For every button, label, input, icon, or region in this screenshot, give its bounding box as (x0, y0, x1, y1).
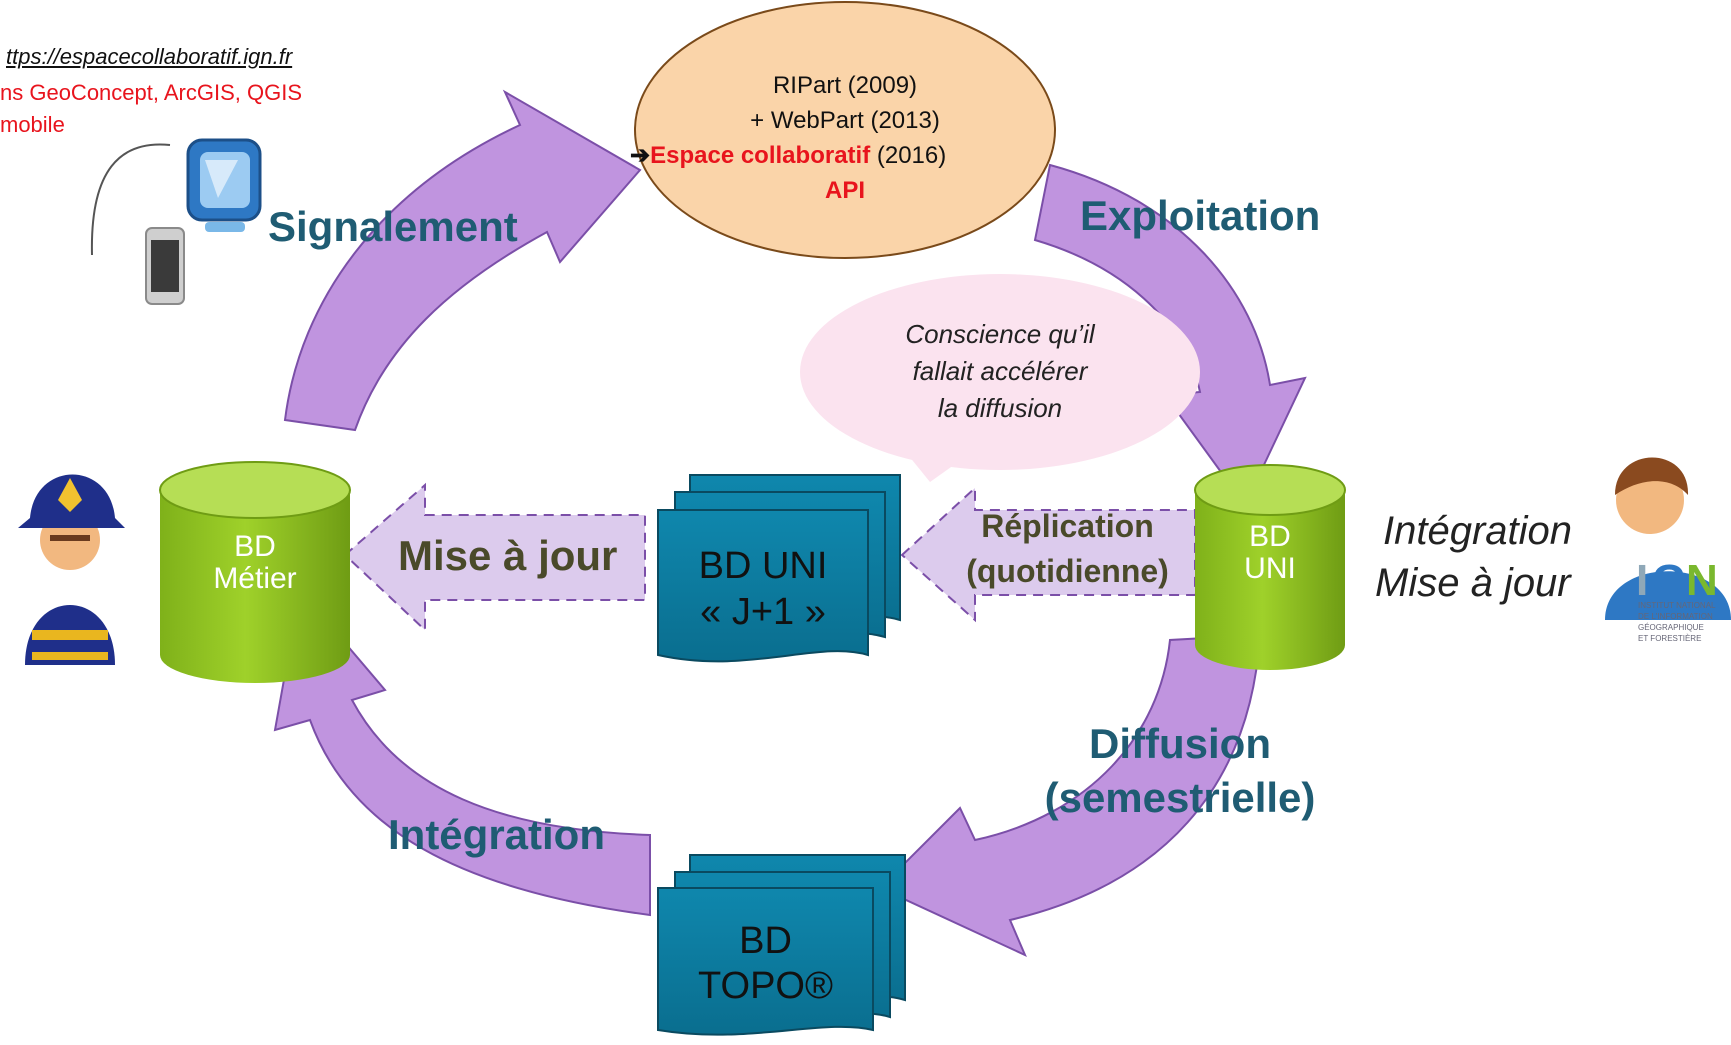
signalement-label: Signalement (268, 203, 518, 250)
espace-url-link[interactable]: ttps://espacecollaboratif.ign.fr (6, 44, 293, 69)
signalement-arrow (283, 89, 642, 432)
clients-list-text: ns GeoConcept, ArcGIS, QGIS (0, 80, 303, 105)
ign-mise-a-jour-label: Mise à jour (1375, 561, 1571, 605)
bd-uni-label-1: BD (1249, 520, 1291, 553)
ign-logo-caption-4: ET FORESTIÈRE (1638, 634, 1702, 643)
hub-ellipse (634, 1, 1056, 259)
ign-logo: I G N (1636, 556, 1718, 605)
bd-metier-label-2: Métier (213, 562, 297, 595)
bd-uni-j1-label-2: « J+1 » (700, 591, 826, 633)
ign-logo-caption-3: GÉOGRAPHIQUE (1638, 623, 1704, 632)
diffusion-frequency-label: (semestrielle) (1044, 774, 1316, 821)
bd-topo-label-2: TOPO® (698, 965, 833, 1007)
connector-curve (90, 143, 171, 256)
hub-line-webpart: + WebPart (2013) (750, 107, 940, 134)
mise-a-jour-flow-arrow (343, 482, 646, 633)
bd-uni-label-2: UNI (1244, 552, 1296, 585)
ign-integration-label: Intégration (1383, 509, 1573, 553)
espace-year: (2016) (870, 142, 947, 169)
bd-topo-document-stack (657, 854, 906, 1036)
diffusion-arrow (878, 633, 1262, 958)
mise-a-jour-flow-label: Mise à jour (398, 532, 618, 579)
hub-line-espace: ➔Espace collaboratif (2016) (630, 142, 946, 170)
ign-person-avatar-icon (1605, 457, 1731, 620)
svg-text:G: G (1652, 556, 1686, 605)
bd-uni-j1-label-1: BD UNI (698, 545, 828, 587)
bubble-line-3: la diffusion (937, 393, 1063, 423)
espace-collaboratif-label: Espace collaboratif (650, 142, 871, 169)
hub-line-ripart: RIPart (2009) (772, 72, 918, 99)
replication-label: Réplication (981, 508, 1154, 544)
svg-text:I: I (1636, 556, 1648, 605)
bubble-line-2: fallait accélérer (912, 356, 1088, 386)
mobile-text: mobile (0, 112, 65, 137)
ign-logo-caption-2: DE L'INFORMATION (1638, 612, 1713, 621)
smartphone-icon (145, 227, 185, 305)
diffusion-label: Diffusion (1089, 720, 1271, 767)
ign-logo-caption-1: INSTITUT NATIONAL (1638, 601, 1716, 610)
firefighter-avatar-icon (18, 474, 125, 665)
bd-topo-label-1: BD (739, 920, 792, 962)
arrow-glyph: ➔ (630, 142, 651, 169)
desktop-computer-icon (186, 138, 262, 232)
svg-text:N: N (1686, 556, 1718, 605)
bd-uni-database (1194, 464, 1346, 670)
speech-bubble (800, 274, 1200, 482)
replication-frequency-label: (quotidienne) (966, 553, 1169, 589)
bubble-line-1: Conscience qu’il (905, 319, 1095, 349)
exploitation-arrow (1033, 163, 1307, 507)
bd-metier-database (159, 461, 351, 683)
bd-uni-j1-document-stack (657, 474, 901, 663)
bd-metier-label-1: BD (234, 530, 276, 563)
exploitation-label: Exploitation (1080, 192, 1321, 239)
integration-label: Intégration (388, 811, 605, 858)
hub-line-api: API (824, 177, 865, 204)
